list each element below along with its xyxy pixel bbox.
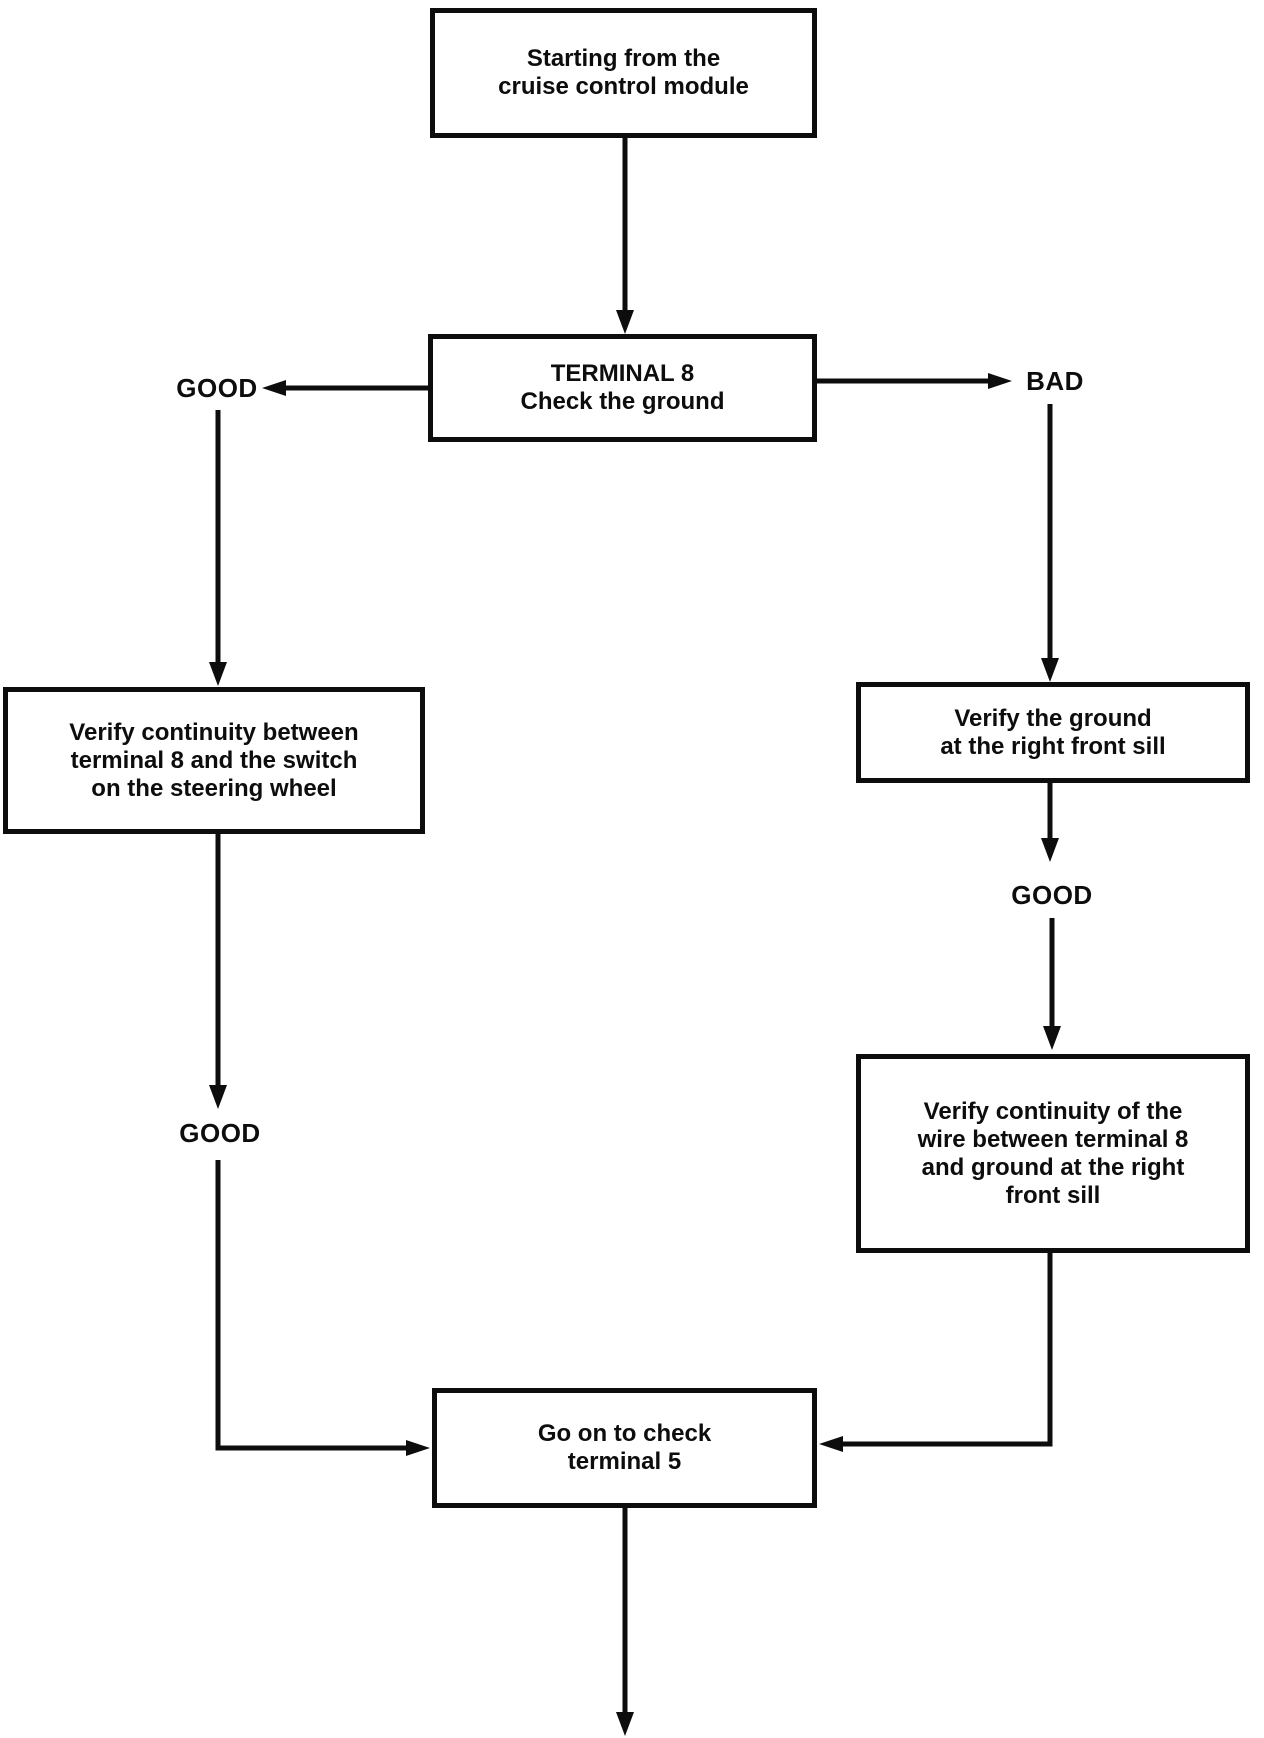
edge-verify-wire-to-next-step [840,1252,1053,1447]
node-verify-ground-sill: Verify the ground at the right front sil… [856,682,1250,783]
arrowhead-right-icon [988,373,1012,389]
arrowhead-down-icon [616,310,634,334]
node-next-step: Go on to check terminal 5 [432,1388,817,1508]
arrowhead-down-icon [1041,838,1059,862]
node-verify-ground-sill-label: Verify the ground at the right front sil… [940,704,1166,760]
edge-good-lower-to-next-step [215,1160,410,1451]
arrowhead-down-icon [616,1712,634,1736]
node-verify-switch-continuity-label: Verify continuity between terminal 8 and… [69,718,359,802]
arrowhead-left-icon [262,380,286,396]
node-verify-switch-continuity: Verify continuity between terminal 8 and… [3,687,425,834]
arrowhead-down-icon [1043,1026,1061,1050]
node-verify-wire-continuity: Verify continuity of the wire between te… [856,1054,1250,1253]
node-terminal8-label: TERMINAL 8 Check the ground [520,360,725,415]
edge-label-good-right: GOOD [1011,880,1093,910]
edge-label-good-left-lower: GOOD [179,1118,261,1148]
node-terminal8: TERMINAL 8 Check the ground [428,334,817,442]
node-start-label: Starting from the cruise control module [498,45,749,100]
node-start: Starting from the cruise control module [430,8,817,138]
arrowhead-left-icon [819,1436,843,1452]
edge-label-bad: BAD [1026,366,1084,396]
edge-label-good-left: GOOD [176,373,258,403]
arrowhead-right-icon [406,1440,430,1456]
node-next-step-label: Go on to check terminal 5 [537,1420,712,1475]
arrowhead-down-icon [209,662,227,686]
node-verify-wire-continuity-label: Verify continuity of the wire between te… [917,1097,1189,1209]
arrowhead-down-icon [209,1085,227,1109]
arrowhead-down-icon [1041,658,1059,682]
